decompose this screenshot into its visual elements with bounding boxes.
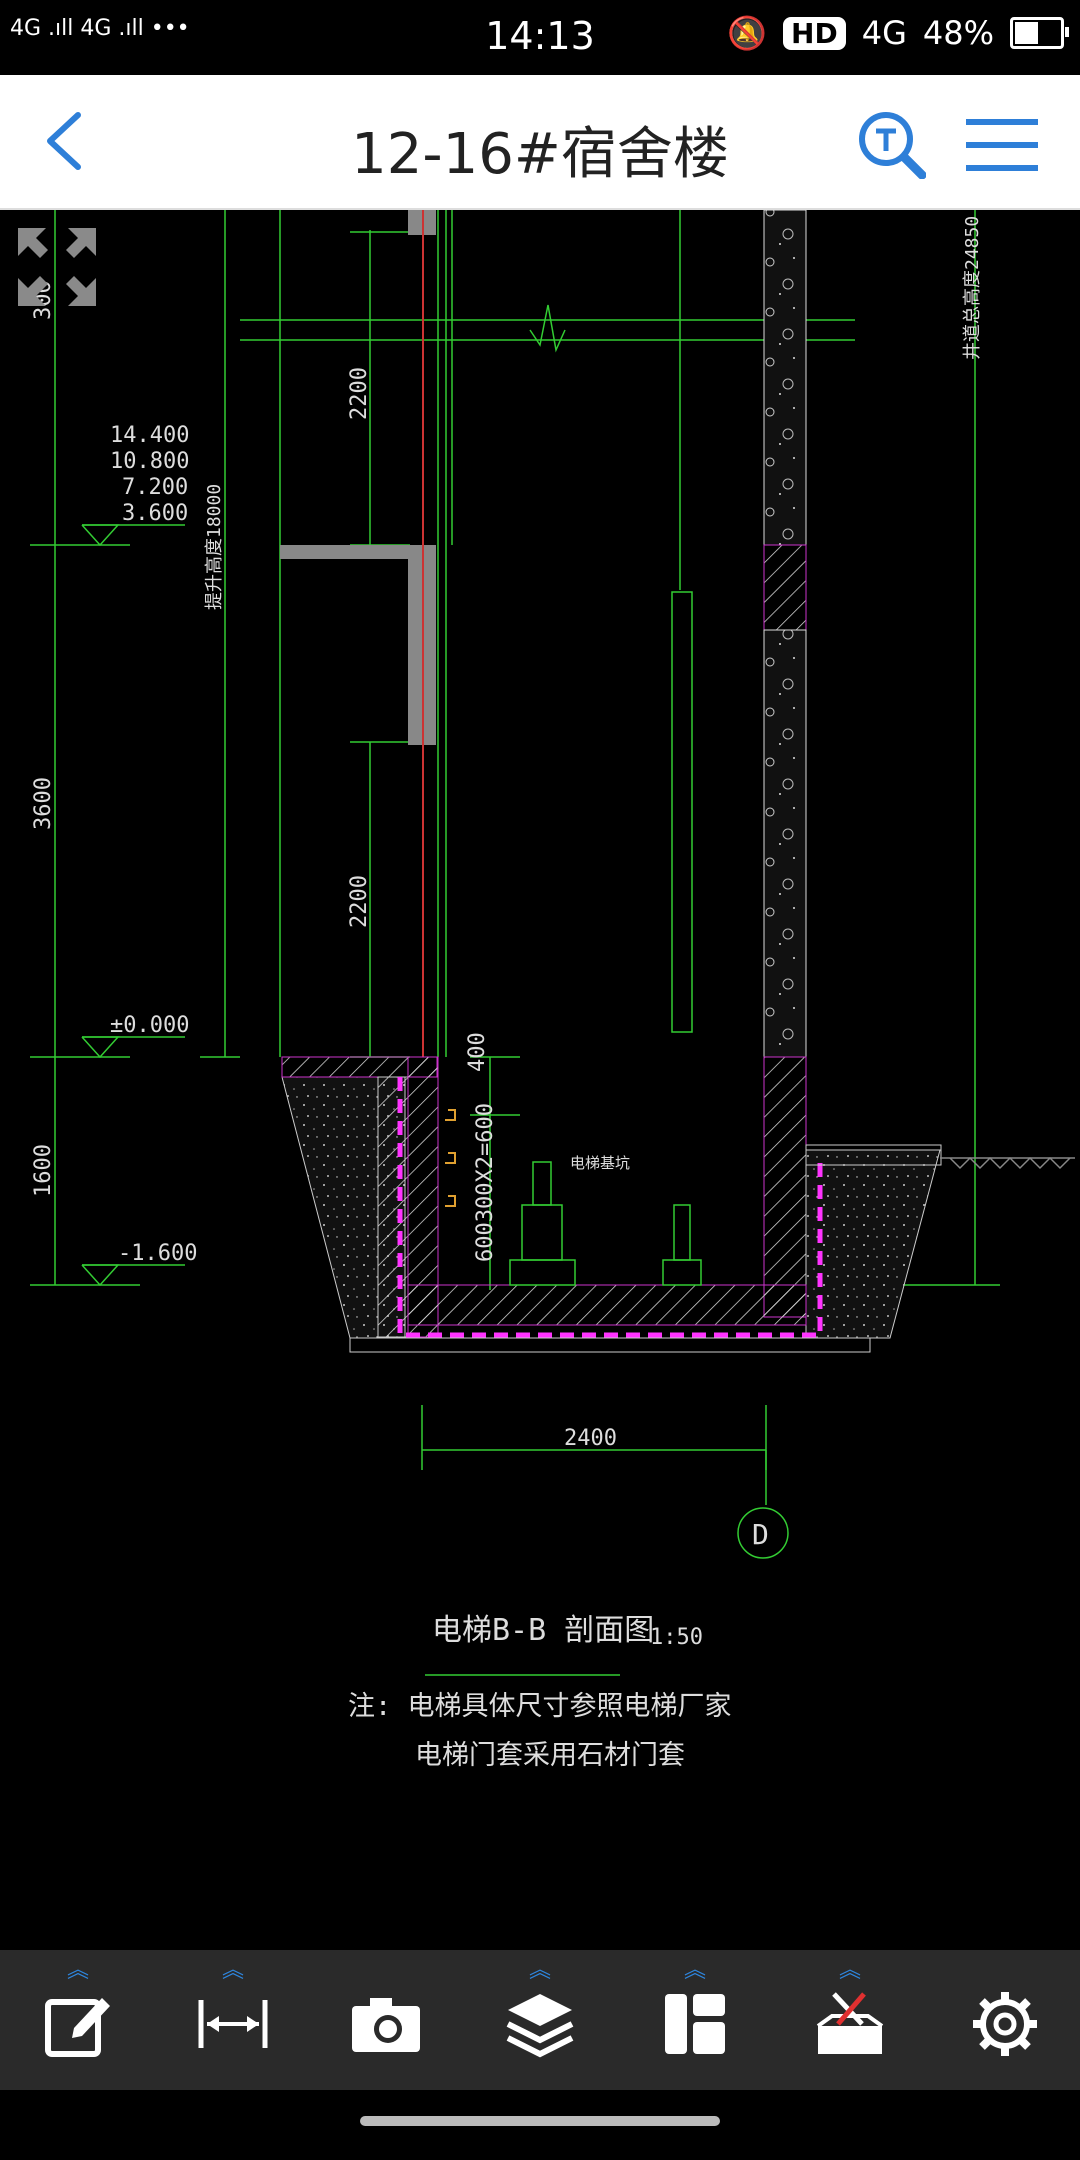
note-line-1: 注: 电梯具体尺寸参照电梯厂家 bbox=[348, 1691, 732, 1722]
status-right: 🔕 HD 4G 48% bbox=[727, 14, 1069, 52]
layers-button[interactable]: ︽ bbox=[490, 1950, 590, 2090]
status-bar: 4G .ıll 4G .ıll ••• 14:13 🔕 HD 4G 48% bbox=[0, 0, 1080, 75]
dim-400: 400 bbox=[465, 1032, 490, 1072]
app-header: 12-16#宿舍楼 bbox=[0, 75, 1080, 210]
measure-button[interactable]: ︽ bbox=[183, 1950, 283, 2090]
camera-icon bbox=[352, 1998, 420, 2052]
fullscreen-icon[interactable] bbox=[16, 226, 98, 308]
elevation-7200: 7.200 bbox=[122, 475, 188, 500]
text-search-icon[interactable] bbox=[856, 109, 926, 179]
dim-1600: 1600 bbox=[31, 1144, 56, 1197]
layers-icon bbox=[506, 1994, 574, 2058]
hd-badge: HD bbox=[783, 16, 846, 50]
tools-button[interactable]: ︽ bbox=[800, 1950, 900, 2090]
elevation-zero: ±0.000 bbox=[110, 1013, 189, 1038]
layout-icon bbox=[665, 1994, 725, 2054]
clock: 14:13 bbox=[485, 14, 595, 58]
dim-2200-bottom: 2200 bbox=[347, 875, 372, 928]
signal-indicator: 4G .ıll 4G .ıll ••• bbox=[10, 16, 190, 41]
chevron-up-icon: ︽ bbox=[221, 1958, 244, 1983]
back-icon[interactable] bbox=[40, 111, 100, 171]
battery-icon bbox=[1010, 17, 1069, 49]
chevron-up-icon: ︽ bbox=[66, 1958, 89, 1983]
scale-label: 1:50 bbox=[650, 1625, 703, 1650]
network-label: 4G bbox=[861, 14, 907, 52]
camera-button[interactable] bbox=[336, 1950, 436, 2090]
edit-icon bbox=[45, 1998, 110, 2057]
elevation-3600: 3.600 bbox=[122, 501, 188, 526]
section-title: 电梯B-B 剖面图 bbox=[432, 1613, 654, 1648]
pit-label: 电梯基坑 bbox=[570, 1154, 630, 1172]
bottom-toolbar: ︽ ︽ ︽ ︽ bbox=[0, 1950, 1080, 2090]
settings-button[interactable] bbox=[955, 1950, 1055, 2090]
lift-height: 提升高度18000 bbox=[204, 484, 225, 610]
home-indicator[interactable] bbox=[360, 2116, 720, 2126]
shaft-height: 井道总高度24850 bbox=[962, 216, 983, 360]
dim-2400: 2400 bbox=[564, 1426, 617, 1451]
cad-drawing-canvas[interactable]: 14.400 10.800 7.200 3.600 ±0.000 -1.600 … bbox=[0, 209, 1080, 1950]
measure-icon bbox=[198, 2000, 268, 2048]
cad-drawing: 14.400 10.800 7.200 3.600 ±0.000 -1.600 … bbox=[30, 209, 1075, 1771]
elevation-14400: 14.400 bbox=[110, 423, 189, 448]
dim-3600: 3600 bbox=[31, 777, 56, 830]
battery-percent: 48% bbox=[922, 14, 994, 52]
toolbox-icon bbox=[816, 1992, 884, 2054]
chevron-up-icon: ︽ bbox=[683, 1958, 706, 1983]
elevation-10800: 10.800 bbox=[110, 449, 189, 474]
chevron-up-icon: ︽ bbox=[838, 1958, 861, 1983]
page-title: 12-16#宿舍楼 bbox=[351, 122, 729, 187]
gear-icon bbox=[973, 1992, 1037, 2056]
chevron-up-icon: ︽ bbox=[528, 1958, 551, 1983]
annotate-button[interactable]: ︽ bbox=[28, 1950, 128, 2090]
dim-2200-top: 2200 bbox=[347, 367, 372, 420]
pit-dims: 600300X2=600 bbox=[473, 1103, 498, 1262]
layout-button[interactable]: ︽ bbox=[645, 1950, 745, 2090]
elevation-pit: -1.600 bbox=[118, 1241, 197, 1266]
mute-icon: 🔕 bbox=[727, 14, 768, 52]
axis-label: D bbox=[752, 1518, 769, 1551]
menu-icon[interactable] bbox=[966, 115, 1038, 175]
note-line-2: 电梯门套采用石材门套 bbox=[415, 1740, 685, 1771]
